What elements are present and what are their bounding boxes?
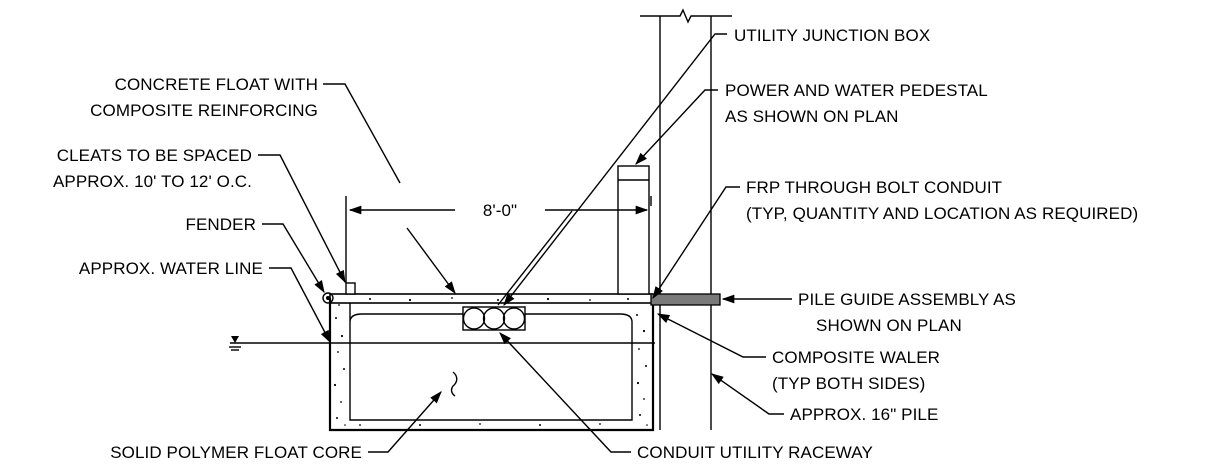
- label-water-line: APPROX. WATER LINE: [79, 259, 263, 278]
- concrete-float: [328, 293, 655, 432]
- leader-frp-conduit: [652, 186, 740, 300]
- label-conduit-raceway: CONDUIT UTILITY RACEWAY: [637, 443, 873, 462]
- concrete-stipple: [333, 297, 648, 426]
- float-deck: [329, 293, 653, 304]
- leader-water-line: [269, 267, 331, 344]
- label-cleats-2: APPROX. 10' TO 12' O.C.: [53, 172, 252, 191]
- label-utility-junction-box: UTILITY JUNCTION BOX: [734, 26, 930, 45]
- label-pile-guide-1: PILE GUIDE ASSEMBLY AS: [798, 290, 1016, 309]
- label-power-water-1: POWER AND WATER PEDESTAL: [725, 81, 988, 100]
- dimension-label: 8'-0": [483, 201, 517, 220]
- core-squiggle: [450, 371, 458, 397]
- leader-polymer-core: [368, 391, 442, 453]
- pile-guide-bar: [650, 293, 721, 306]
- pile: [640, 8, 732, 430]
- label-concrete-float-2: COMPOSITE REINFORCING: [90, 101, 318, 120]
- water-line: [229, 336, 655, 351]
- label-concrete-float-1: CONCRETE FLOAT WITH: [115, 75, 318, 94]
- leader-concrete-float-a: [323, 83, 401, 184]
- pile-break-symbol: [640, 8, 732, 24]
- label-waler-1: COMPOSITE WALER: [772, 348, 940, 367]
- label-power-water-2: AS SHOWN ON PLAN: [725, 107, 899, 126]
- label-cleats-1: CLEATS TO BE SPACED: [57, 146, 252, 165]
- power-water-pedestal: [617, 165, 650, 295]
- fender: [322, 292, 334, 304]
- polymer-core-outline: [349, 303, 633, 421]
- label-polymer-core: SOLID POLYMER FLOAT CORE: [110, 443, 362, 462]
- label-pile-guide-2: SHOWN ON PLAN: [816, 316, 962, 335]
- leader-conduit-raceway: [499, 332, 631, 453]
- label-frp-1: FRP THROUGH BOLT CONDUIT: [746, 178, 1002, 197]
- leader-pile: [710, 373, 784, 415]
- leader-waler: [656, 313, 766, 358]
- leader-concrete-float-b: [406, 227, 456, 295]
- float-shell: [328, 298, 655, 432]
- leader-dimension-cross: [497, 210, 573, 306]
- label-waler-2: (TYP BOTH SIDES): [772, 374, 925, 393]
- leader-junction-box: [503, 33, 727, 306]
- leader-fender: [262, 223, 325, 294]
- label-pile: APPROX. 16" PILE: [790, 405, 938, 424]
- leader-cleats: [258, 154, 346, 284]
- dimension-width: [345, 196, 652, 283]
- leader-pedestal: [635, 89, 718, 165]
- label-frp-2: (TYP, QUANTITY AND LOCATION AS REQUIRED): [746, 204, 1138, 223]
- conduit-raceway: [462, 306, 526, 331]
- label-fender: FENDER: [186, 215, 257, 234]
- cleat: [345, 282, 356, 295]
